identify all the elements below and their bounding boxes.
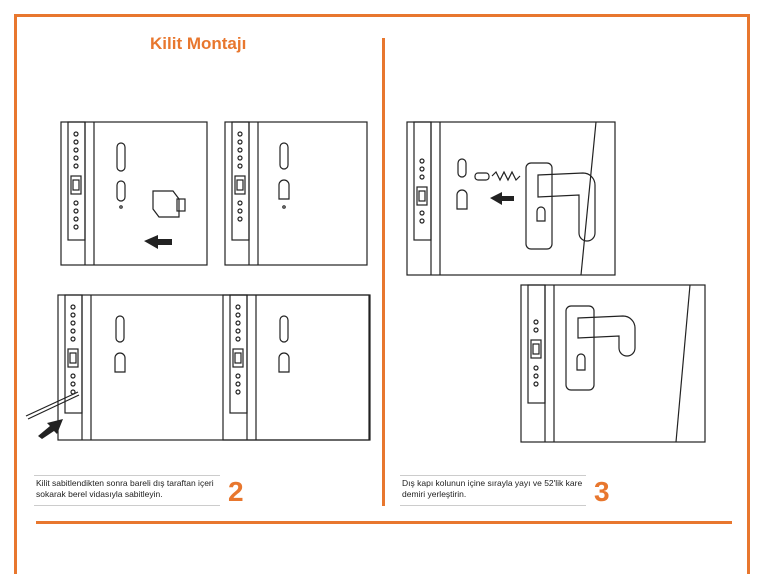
- page-frame: [14, 14, 750, 574]
- door-screw-insert-illustration: [25, 294, 371, 441]
- caption-bottom-rule-step-3: [400, 505, 586, 506]
- door-lock-assembled-illustration: [222, 294, 370, 441]
- door-cylinder-fitted-illustration: [224, 121, 368, 266]
- page-title: Kilit Montajı: [150, 34, 247, 53]
- step-3-number: 3: [594, 476, 610, 507]
- column-divider: [382, 38, 385, 506]
- caption-bottom-rule-step-2: [34, 505, 220, 506]
- door-lock-cylinder-insert-illustration: [60, 121, 208, 266]
- step-2-number: 2: [228, 476, 244, 507]
- door-handle-installed-illustration: [520, 284, 706, 443]
- step-3-caption: Dış kapı kolunun içine sırayla yayı ve 5…: [402, 478, 583, 499]
- step-2-caption: Kilit sabitlendikten sonra bareli dış ta…: [36, 478, 214, 499]
- caption-top-rule-step-2: [34, 475, 220, 476]
- door-handle-spring-square-bar-illustration: [406, 121, 616, 276]
- bottom-rule: [36, 521, 732, 524]
- caption-top-rule-step-3: [400, 475, 586, 476]
